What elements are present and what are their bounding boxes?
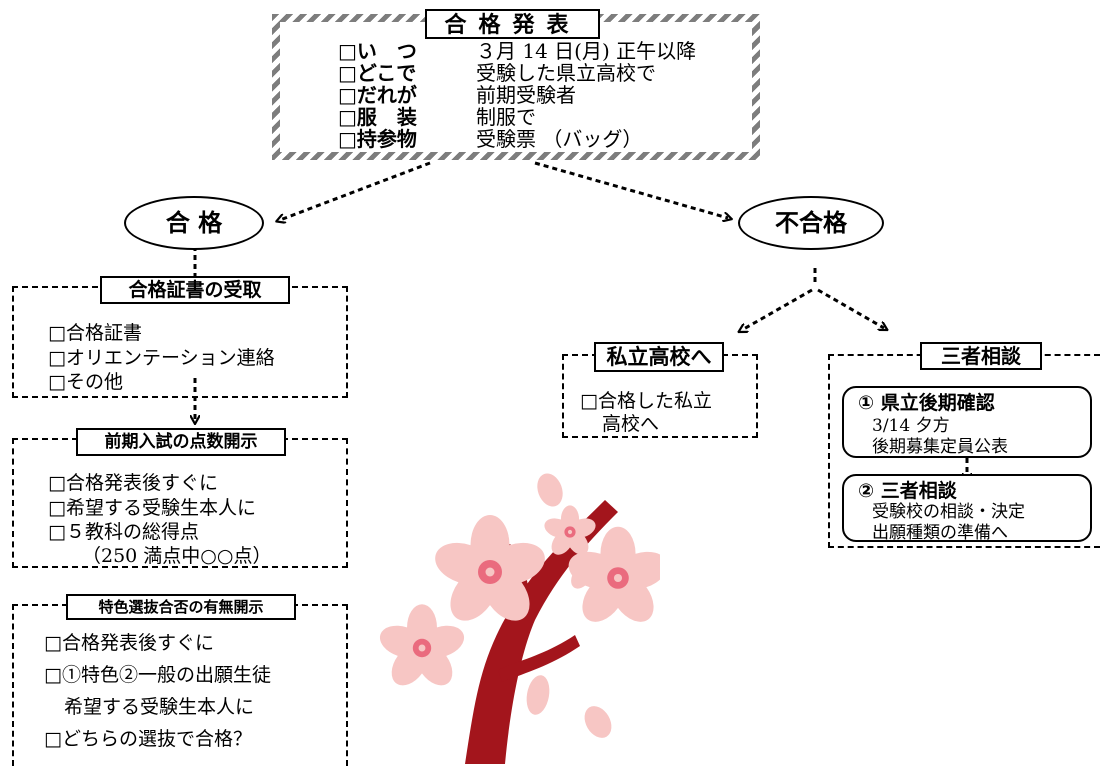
announcement-title: 合格発表 bbox=[425, 9, 600, 39]
tokushoku-disclosure-item: □①特色②一般の出願生徒 bbox=[44, 664, 271, 686]
announcement-row-attire: □服 装 制服で bbox=[338, 106, 536, 128]
announcement-row-bring: □持参物 受験票 （バッグ） bbox=[338, 128, 642, 150]
arrow-to-private bbox=[742, 288, 813, 330]
score-disclosure-item: □合格発表後すぐに bbox=[48, 472, 218, 494]
certificate-item: □オリエンテーション連絡 bbox=[48, 347, 275, 369]
announcement-label: □い つ bbox=[338, 39, 417, 63]
certificate-item: □合格証書 bbox=[48, 322, 142, 344]
announcement-row-when: □い つ ３月 14 日(月) 正午以降 bbox=[338, 40, 696, 62]
fail-oval: 不合格 bbox=[738, 196, 884, 250]
step-2-line: 出願種類の準備へ bbox=[872, 523, 1008, 543]
consultation-step-1: ① 県立後期確認 3/14 夕方 後期募集定員公表 bbox=[842, 386, 1092, 458]
tokushoku-disclosure-item: □合格発表後すぐに bbox=[44, 632, 214, 654]
announcement-label: □どこで bbox=[338, 61, 417, 85]
score-disclosure-item: □５教科の総得点 bbox=[48, 521, 199, 543]
announcement-row-who: □だれが 前期受験者 bbox=[338, 84, 576, 106]
announcement-label: □持参物 bbox=[338, 127, 417, 151]
pass-oval: 合 格 bbox=[124, 196, 264, 250]
tokushoku-disclosure-item: 希望する受験生本人に bbox=[64, 696, 255, 718]
score-disclosure-title: 前期入試の点数開示 bbox=[76, 428, 286, 456]
announcement-value: 前期受験者 bbox=[476, 83, 576, 107]
step-2-title: ② 三者相談 bbox=[858, 480, 957, 502]
arrow-to-fail bbox=[534, 161, 728, 218]
announcement-value: 受験票 （バッグ） bbox=[476, 127, 643, 151]
tokushoku-disclosure-title: 特色選抜合否の有無開示 bbox=[66, 594, 296, 620]
announcement-label: □だれが bbox=[338, 83, 417, 107]
consultation-step-2: ② 三者相談 受験校の相談・決定 出願種類の準備へ bbox=[842, 474, 1092, 543]
consultation-title: 三者相談 bbox=[920, 342, 1042, 370]
arrow-to-pass bbox=[280, 161, 431, 220]
announcement-value: 受験した県立高校で bbox=[476, 61, 656, 85]
certificate-item: □その他 bbox=[48, 371, 123, 393]
step-1-title: ① 県立後期確認 bbox=[858, 392, 995, 414]
step-1-line: 後期募集定員公表 bbox=[872, 437, 1008, 457]
tokushoku-disclosure-item: □どちらの選抜で合格？ bbox=[44, 728, 252, 750]
cherry-blossom-branch-icon bbox=[375, 473, 660, 764]
score-disclosure-item: □希望する受験生本人に bbox=[48, 497, 256, 519]
arrow-to-consultation bbox=[817, 288, 884, 328]
step-1-line: 3/14 夕方 bbox=[872, 416, 950, 436]
step-2-line: 受験校の相談・決定 bbox=[872, 502, 1025, 522]
announcement-label: □服 装 bbox=[338, 105, 417, 129]
private-school-title: 私立高校へ bbox=[594, 342, 724, 372]
private-school-item: 高校へ bbox=[602, 413, 660, 435]
announcement-row-where: □どこで 受験した県立高校で bbox=[338, 62, 656, 84]
certificate-title: 合格証書の受取 bbox=[100, 276, 290, 304]
private-school-item: □合格した私立 bbox=[580, 390, 712, 412]
announcement-value: ３月 14 日(月) 正午以降 bbox=[476, 39, 697, 63]
announcement-value: 制服で bbox=[476, 105, 536, 129]
score-disclosure-item: （250 満点中○○点） bbox=[82, 545, 272, 567]
